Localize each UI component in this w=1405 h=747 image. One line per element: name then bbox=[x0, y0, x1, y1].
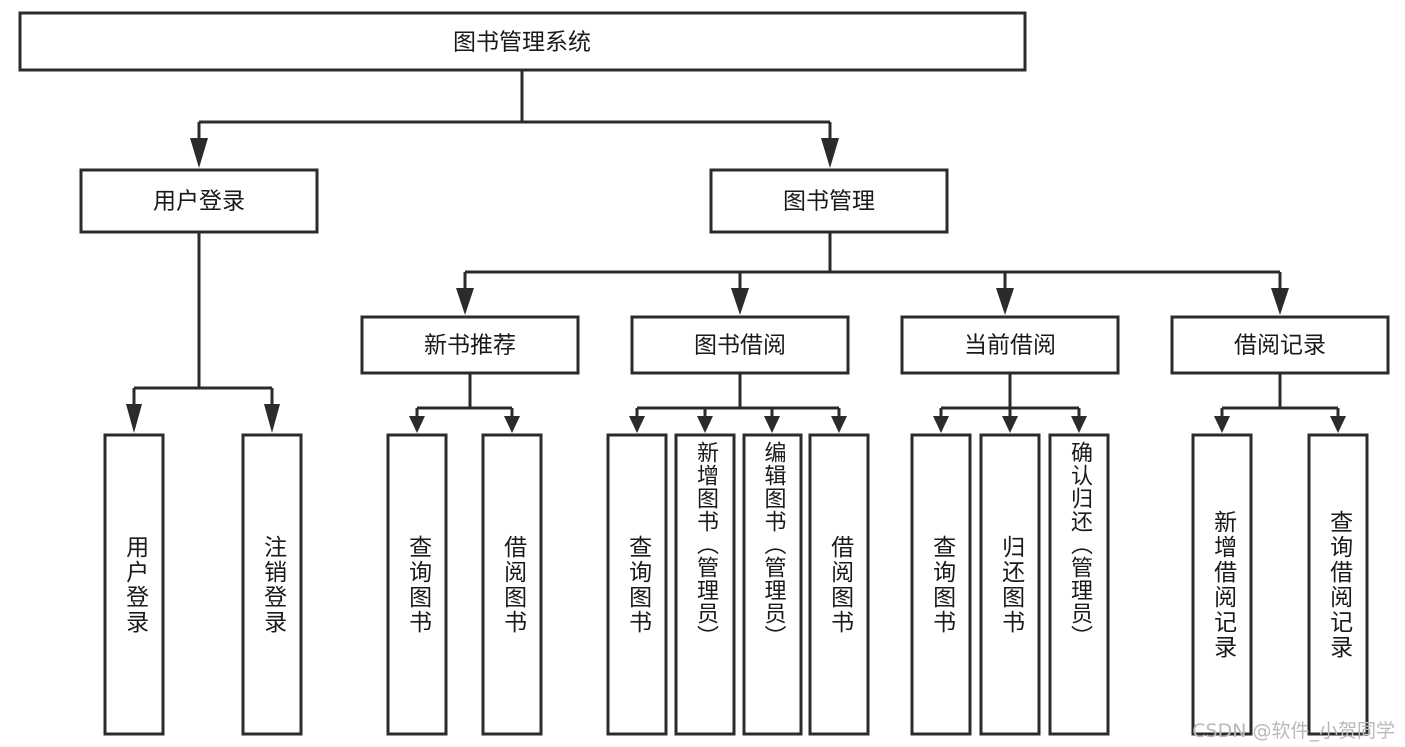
leaf-box-confirm-return-admin[interactable] bbox=[1048, 433, 1110, 736]
node-book-borrow-label: 图书借阅 bbox=[694, 333, 786, 359]
arrow-user-login-l1 bbox=[126, 404, 142, 433]
leaf-box-add-borrow-record[interactable] bbox=[1191, 433, 1253, 736]
connector-group-borrow bbox=[629, 373, 847, 433]
connector-group-book-mgmt bbox=[456, 232, 1289, 315]
node-root-book-management-system[interactable]: 图书管理系统 bbox=[18, 11, 1027, 72]
arrow-root-to-user-login bbox=[190, 138, 208, 168]
arrow-borrow-l3 bbox=[764, 416, 780, 433]
node-new-book-recommend[interactable]: 新书推荐 bbox=[360, 315, 580, 375]
leaf-box-borrow-book-1[interactable] bbox=[481, 433, 543, 736]
leaf-box-query-book-2[interactable] bbox=[606, 433, 668, 736]
arrow-current-l3 bbox=[1071, 416, 1087, 433]
node-book-management-label: 图书管理 bbox=[783, 189, 875, 215]
node-new-book-recommend-rect bbox=[360, 315, 580, 375]
arrow-newbook-l1 bbox=[409, 416, 425, 433]
leaf-box-query-book-1[interactable] bbox=[386, 433, 448, 736]
node-borrow-records-label: 借阅记录 bbox=[1234, 333, 1326, 359]
connector-group-newbook bbox=[409, 373, 520, 433]
arrow-current-l2 bbox=[1002, 416, 1018, 433]
arrow-root-to-book-mgmt bbox=[821, 138, 839, 168]
leaf-box-borrow-book-2[interactable] bbox=[808, 433, 870, 736]
leaf-box-add-book-admin[interactable] bbox=[674, 433, 736, 736]
leaf-box-user-login[interactable] bbox=[103, 433, 165, 736]
node-root-label: 图书管理系统 bbox=[453, 30, 591, 56]
node-root-rect bbox=[18, 11, 1027, 72]
arrow-records-l1 bbox=[1214, 416, 1230, 433]
node-borrow-records[interactable]: 借阅记录 bbox=[1170, 315, 1390, 375]
arrow-current-l1 bbox=[933, 416, 949, 433]
node-current-borrow-rect bbox=[900, 315, 1120, 375]
connector-group-current bbox=[933, 373, 1087, 433]
arrow-bm-to-newbook bbox=[456, 288, 474, 315]
arrow-bm-to-records bbox=[1271, 288, 1289, 315]
node-current-borrow[interactable]: 当前借阅 bbox=[900, 315, 1120, 375]
arrow-borrow-l1 bbox=[629, 416, 645, 433]
node-book-borrow-rect bbox=[630, 315, 850, 375]
arrow-borrow-l2 bbox=[697, 416, 713, 433]
arrow-newbook-l2 bbox=[504, 416, 520, 433]
leaf-box-return-book[interactable] bbox=[979, 433, 1041, 736]
arrow-bm-to-borrow bbox=[731, 288, 749, 315]
node-borrow-records-rect bbox=[1170, 315, 1390, 375]
arrow-borrow-l4 bbox=[831, 416, 847, 433]
leaf-box-logout[interactable] bbox=[241, 433, 303, 736]
node-user-login-rect bbox=[79, 168, 319, 234]
node-book-management-rect bbox=[709, 168, 949, 234]
node-current-borrow-label: 当前借阅 bbox=[964, 333, 1056, 359]
connector-group-root bbox=[190, 70, 839, 168]
leaf-box-edit-book-admin[interactable] bbox=[742, 433, 803, 736]
node-book-borrow[interactable]: 图书借阅 bbox=[630, 315, 850, 375]
connector-group-records bbox=[1214, 373, 1346, 433]
leaf-box-query-borrow-record[interactable] bbox=[1307, 433, 1369, 736]
node-user-login-label: 用户登录 bbox=[153, 189, 245, 215]
node-new-book-recommend-label: 新书推荐 bbox=[424, 333, 516, 359]
connector-group-user-login bbox=[126, 232, 280, 433]
arrow-user-login-l2 bbox=[264, 404, 280, 433]
node-user-login[interactable]: 用户登录 bbox=[79, 168, 319, 234]
arrow-records-l2 bbox=[1330, 416, 1346, 433]
leaf-box-query-book-3[interactable] bbox=[910, 433, 972, 736]
node-book-management[interactable]: 图书管理 bbox=[709, 168, 949, 234]
arrow-bm-to-current bbox=[996, 288, 1014, 315]
